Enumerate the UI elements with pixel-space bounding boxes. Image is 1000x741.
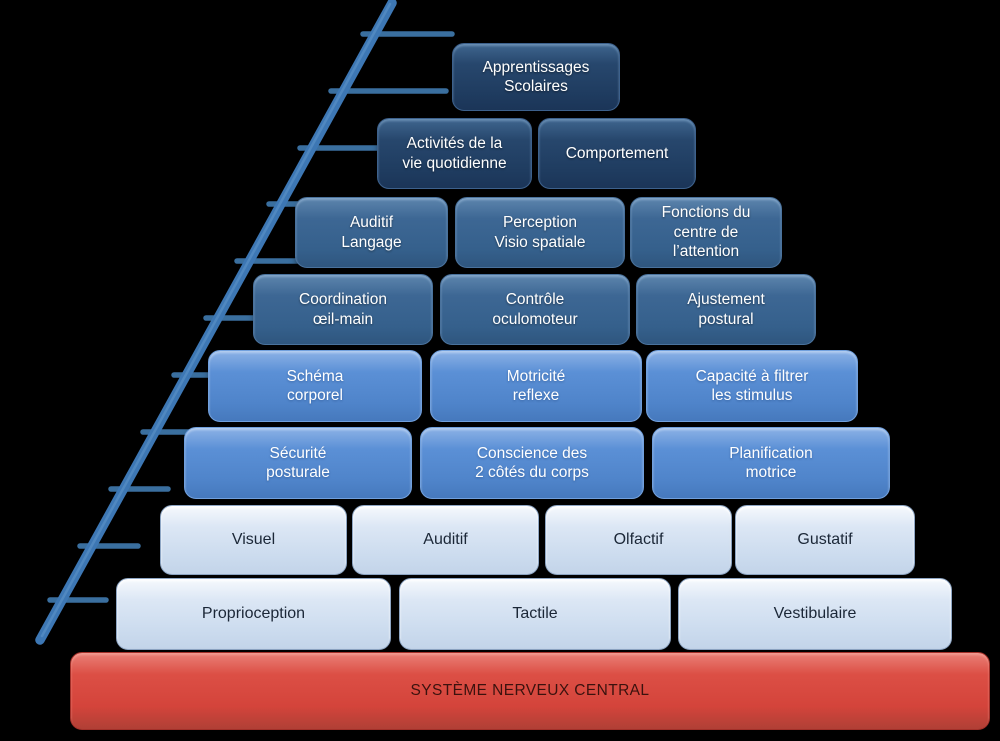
pyramid-box-level-1: Apprentissages Scolaires [452,43,620,111]
pyramid-box-level-6: Conscience des 2 côtés du corps [420,427,644,499]
pyramid-box-level-7: Gustatif [735,505,915,575]
pyramid-box-level-4: Ajustement postural [636,274,816,345]
pyramid-box-level-5: Schéma corporel [208,350,422,422]
pyramid-box-level-7: Olfactif [545,505,732,575]
pyramid-box-level-8: Tactile [399,578,671,650]
pyramid-box-level-4: Coordination œil-main [253,274,433,345]
pyramid-box-level-5: Motricité reflexe [430,350,642,422]
pyramid-box-level-7: Auditif [352,505,539,575]
pyramid-box-level-4: Contrôle oculomoteur [440,274,630,345]
pyramid-box-level-2: Comportement [538,118,696,189]
pyramid-box-level-8: Proprioception [116,578,391,650]
pyramid-box-level-3: Fonctions du centre de l’attention [630,197,782,268]
pyramid-box-level-6: Planification motrice [652,427,890,499]
pyramid-box-level-3: Perception Visio spatiale [455,197,625,268]
pyramid-box-level-2: Activités de la vie quotidienne [377,118,532,189]
pyramid-box-level-5: Capacité à filtrer les stimulus [646,350,858,422]
pyramid-box-level-7: Visuel [160,505,347,575]
pyramid-box-level-9: SYSTÈME NERVEUX CENTRAL [70,652,990,730]
pyramid-box-level-6: Sécurité posturale [184,427,412,499]
pyramid-box-level-8: Vestibulaire [678,578,952,650]
pyramid-box-level-3: Auditif Langage [295,197,448,268]
